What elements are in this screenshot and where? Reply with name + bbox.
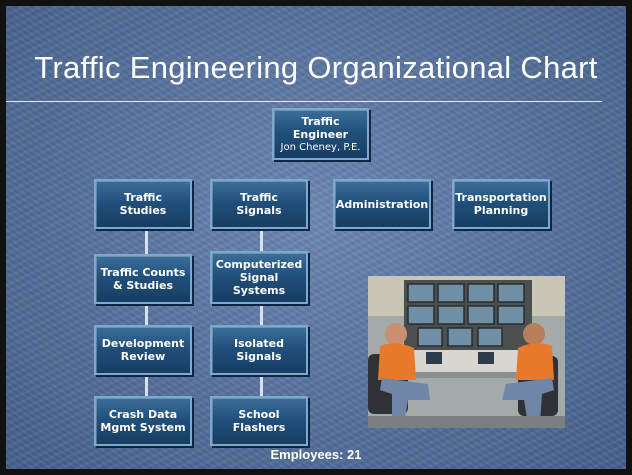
head-name: Jon Cheney, P.E. bbox=[280, 141, 361, 153]
unit-label-line-1: Traffic Counts bbox=[100, 266, 186, 279]
unit-label-line-1: Computerized bbox=[215, 258, 303, 271]
unit-label-line-1: Transportation bbox=[455, 191, 547, 204]
org-box-development-review: Development Review bbox=[94, 325, 192, 375]
org-box-transportation-planning: Transportation Planning bbox=[452, 179, 550, 229]
unit-label-line-2: Mgmt System bbox=[100, 421, 186, 434]
connector-development-crash bbox=[145, 374, 148, 396]
connector-computerized-isolated bbox=[260, 303, 263, 325]
unit-label: Administration bbox=[335, 197, 429, 211]
org-box-administration: Administration bbox=[333, 179, 431, 229]
unit-label: Isolated Signals bbox=[234, 337, 284, 363]
unit-label-line-2: Planning bbox=[473, 204, 529, 217]
connector-counts-development bbox=[145, 303, 148, 325]
slide-title: Traffic Engineering Organizational Chart bbox=[34, 50, 598, 85]
org-box-traffic-signals: Traffic Signals bbox=[210, 179, 308, 229]
org-box-isolated-signals: Isolated Signals bbox=[210, 325, 308, 375]
slide: Traffic Engineering Organizational Chart… bbox=[6, 6, 626, 469]
staff-photo bbox=[368, 276, 565, 428]
connector-isolated-school bbox=[260, 374, 263, 396]
unit-label: Traffic Studies bbox=[119, 191, 167, 217]
unit-label-line-2: Review bbox=[120, 350, 166, 363]
unit-label-line-1: Crash Data bbox=[108, 408, 178, 421]
employee-count: Employees: 21 bbox=[270, 447, 362, 462]
org-box-crash-data: Crash Data Mgmt System bbox=[94, 396, 192, 446]
org-box-school-flashers: School Flashers bbox=[210, 396, 308, 446]
unit-label: School Flashers bbox=[232, 408, 286, 434]
unit-label-line-2: & Studies bbox=[112, 279, 174, 292]
org-box-computerized-signal-systems: Computerized Signal Systems bbox=[210, 251, 308, 304]
unit-label: Traffic Signals bbox=[236, 191, 282, 217]
org-box-traffic-engineer: Traffic Engineer Jon Cheney, P.E. bbox=[272, 108, 369, 160]
unit-label-line-2: Signal bbox=[239, 271, 279, 284]
title-divider bbox=[6, 101, 602, 102]
org-box-traffic-counts: Traffic Counts & Studies bbox=[94, 254, 192, 304]
org-box-traffic-studies: Traffic Studies bbox=[94, 179, 192, 229]
head-title: Traffic Engineer bbox=[292, 114, 349, 141]
connector-studies-counts bbox=[145, 228, 148, 254]
unit-label-line-1: Development bbox=[101, 337, 185, 350]
control-room-photo-image bbox=[368, 276, 565, 428]
connector-signals-computerized bbox=[260, 228, 263, 254]
unit-label-line-3: Systems bbox=[232, 284, 286, 297]
